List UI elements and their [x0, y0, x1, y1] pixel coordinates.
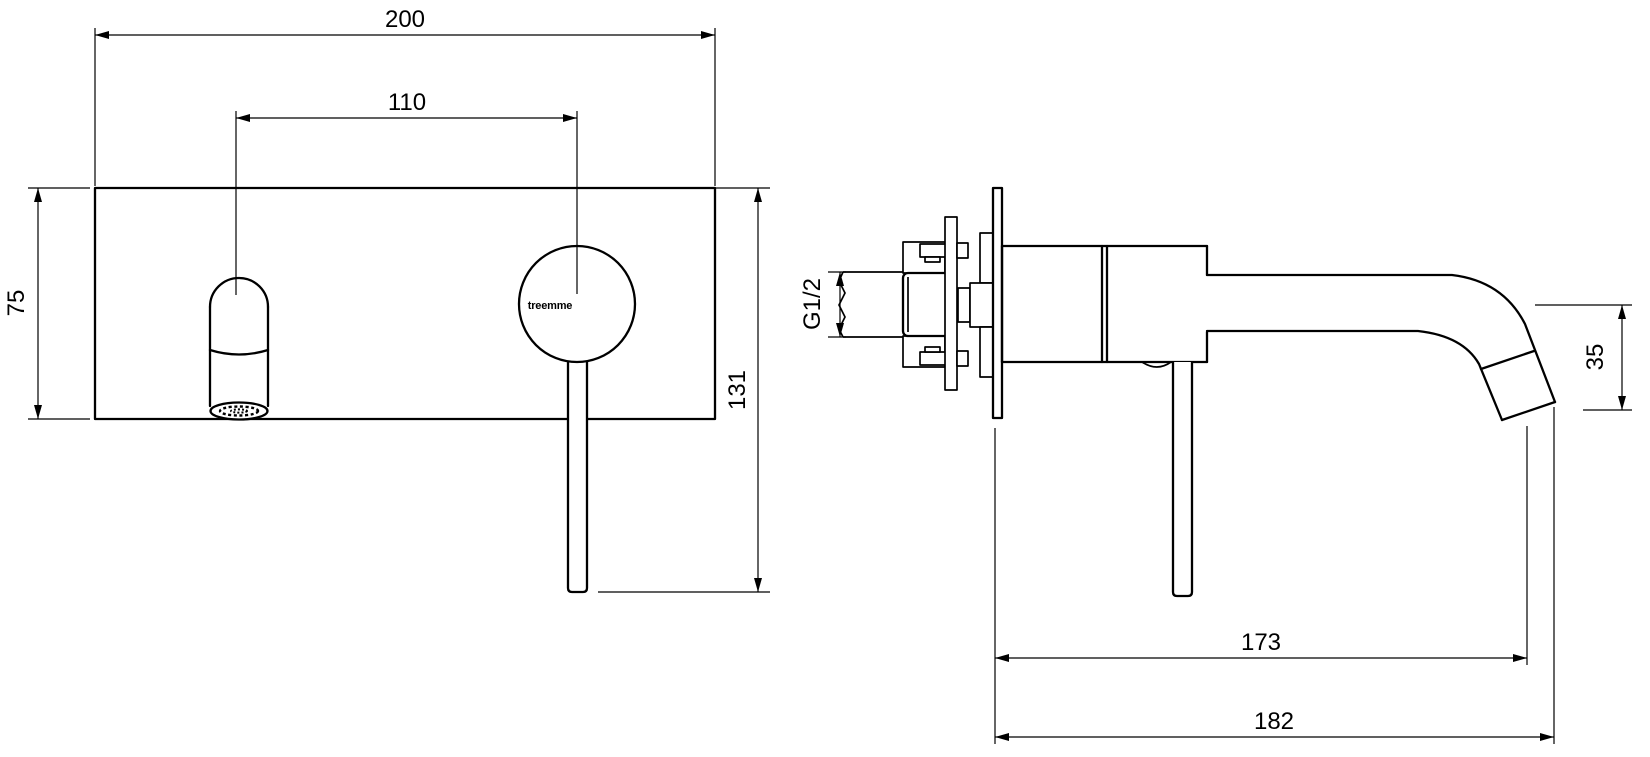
dimension-value: 200	[385, 6, 425, 33]
bolt-step-bottom	[924, 346, 941, 353]
wall-sleeve-middle	[969, 282, 994, 328]
supply-pipe	[838, 271, 903, 338]
aerator-ring-line	[1479, 349, 1536, 371]
arrow-right	[1540, 733, 1554, 741]
front-view: treemme 200 110 75	[3, 6, 770, 594]
wall-plate-side	[991, 186, 1004, 420]
handle-hinge-arc	[1141, 361, 1172, 368]
arrow-left	[995, 733, 1009, 741]
dimension-value: 173	[1241, 629, 1281, 656]
spout-junction-line	[208, 348, 270, 356]
dimension-spout-to-handle: 110	[235, 89, 578, 295]
aerator-dot-ring	[218, 405, 260, 417]
arrow-down	[34, 405, 42, 419]
concealed-valve-assembly	[901, 216, 994, 391]
arrow-left	[995, 654, 1009, 662]
valve-cartridge-body	[901, 271, 952, 338]
arrow-right	[1513, 654, 1527, 662]
spout-inner-edge	[1205, 329, 1504, 422]
arrow-up	[34, 188, 42, 202]
dimension-thread-size: G1/2	[799, 271, 846, 338]
dimension-front-width: 200	[94, 6, 716, 186]
dimension-plate-height: 75	[3, 187, 90, 420]
dimension-value: 110	[388, 89, 426, 116]
arrow-down	[754, 578, 762, 592]
dimension-value: G1/2	[799, 278, 826, 330]
spout-dome-top	[208, 276, 270, 309]
arrow-up	[836, 272, 844, 286]
handle-lever-front	[566, 362, 589, 594]
wall-sleeve-top	[979, 232, 994, 284]
arrow-right	[563, 114, 577, 122]
spout-tip-face	[1500, 400, 1557, 422]
aerator-outline	[209, 401, 269, 421]
spacer-top	[956, 242, 969, 259]
arrow-left	[95, 31, 109, 39]
arrow-down	[836, 323, 844, 337]
aerator-dot-center	[230, 408, 248, 414]
dimension-handle-drop: 131	[598, 187, 770, 593]
arrow-up	[1618, 305, 1626, 319]
spout-front	[208, 276, 270, 421]
faucet-body-side	[1000, 244, 1209, 368]
arrow-up	[754, 188, 762, 202]
dimension-reach-aerator: 173	[995, 629, 1527, 662]
brand-logo-text: treemme	[528, 300, 573, 312]
spout-side	[1205, 273, 1557, 422]
dimension-spout-drop: 35	[1535, 304, 1632, 411]
side-view: G1/2 35 173 182	[799, 186, 1632, 744]
dimension-value: 75	[3, 290, 30, 317]
dimension-reach-overall: 182	[995, 708, 1554, 741]
dimension-value: 35	[1582, 344, 1609, 371]
inner-mounting-plate	[944, 216, 958, 391]
dimension-value: 182	[1254, 708, 1294, 735]
arrow-down	[1618, 396, 1626, 410]
dimension-value: 131	[724, 370, 751, 410]
spacer-middle	[957, 287, 971, 323]
bolt-step-top	[924, 256, 941, 263]
spout-outer-edge	[1205, 273, 1557, 404]
wall-sleeve-bottom	[979, 326, 994, 378]
spacer-bottom	[956, 350, 969, 367]
arrow-left	[236, 114, 250, 122]
handle-lever-side	[1171, 362, 1194, 598]
arrow-right	[701, 31, 715, 39]
